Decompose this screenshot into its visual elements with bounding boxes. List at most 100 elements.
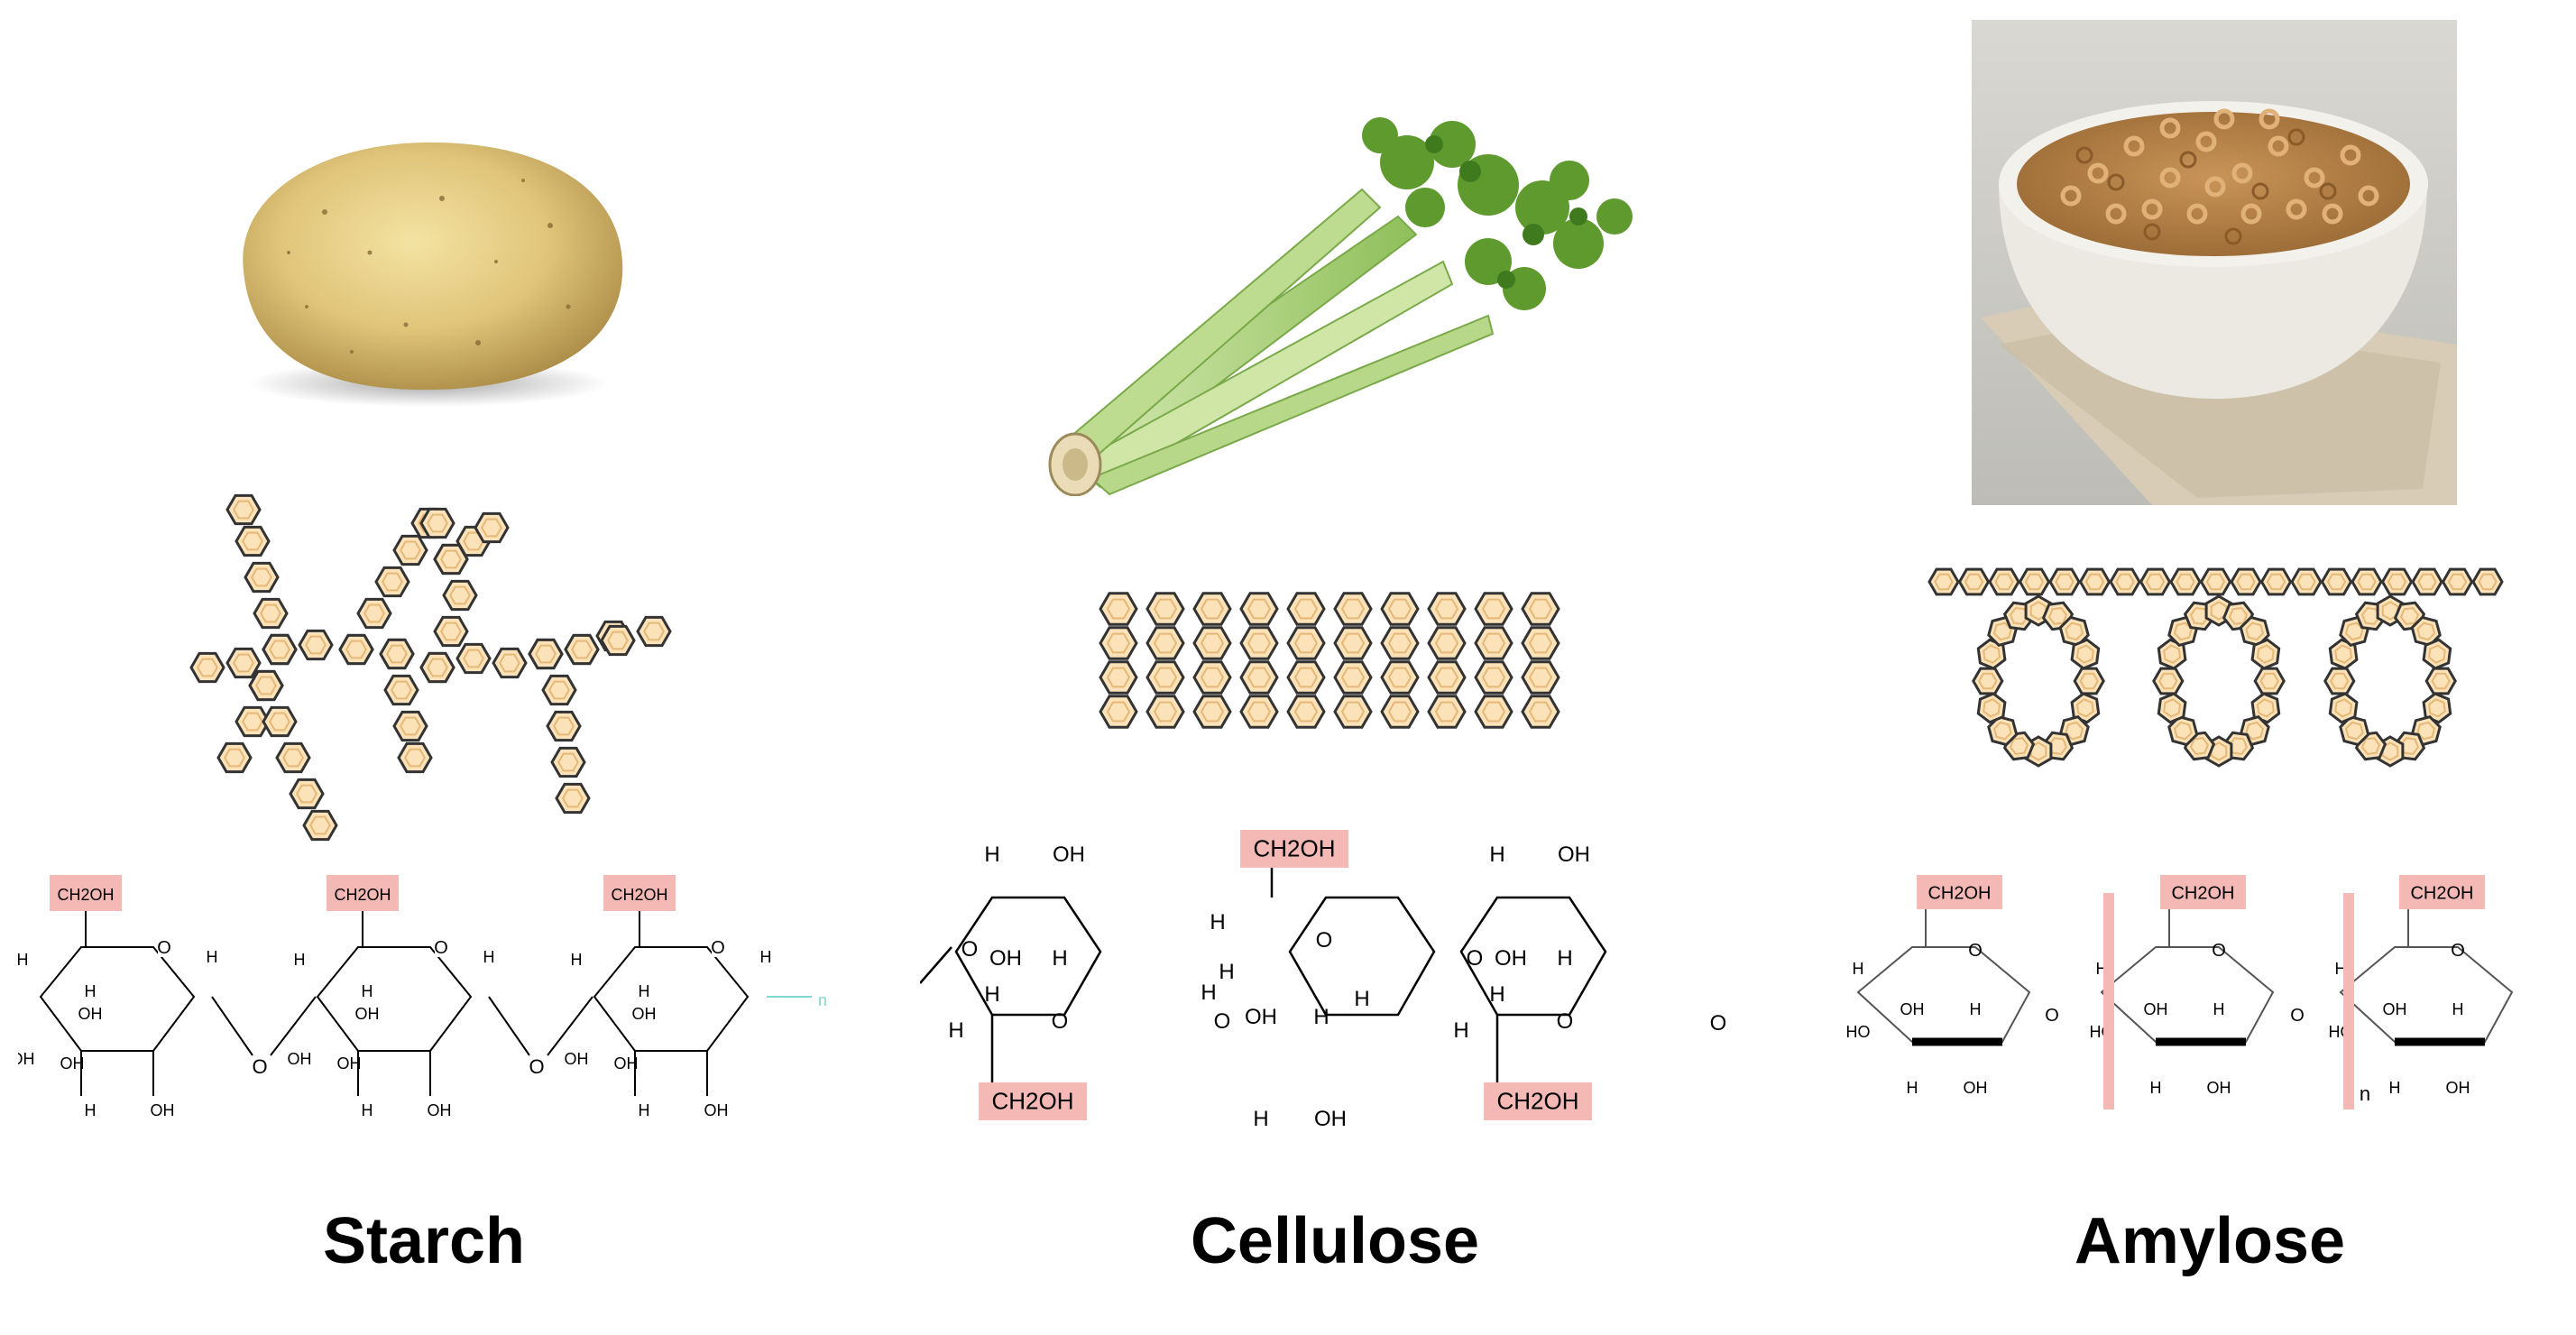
- ch2oh-highlight: [50, 875, 122, 911]
- atom-label: O: [434, 938, 448, 958]
- glucose-unit: [1192, 592, 1232, 626]
- ch2oh-label: CH2OH: [991, 1087, 1073, 1114]
- glucose-unit: [550, 746, 586, 778]
- celery-image: [1048, 117, 1633, 496]
- atom-label: OH: [1314, 1107, 1347, 1131]
- glucose-unit: [2058, 615, 2090, 647]
- atom-label: O: [252, 1055, 267, 1078]
- glucose-unit: [2250, 638, 2281, 670]
- glucose-unit: [262, 633, 298, 666]
- repeat-bracket-right: [2343, 893, 2354, 1109]
- glucose-unit: [2328, 638, 2359, 670]
- atom-label: OH: [288, 1050, 312, 1068]
- atom-label: H: [1489, 842, 1504, 867]
- atom-label: OH: [1053, 842, 1085, 867]
- glucose-unit: [1521, 626, 1560, 660]
- atom-label: H: [362, 1101, 373, 1119]
- pyranose-ring: [2100, 946, 2275, 1043]
- atom-label: H: [639, 982, 650, 1000]
- atom-label: OH: [355, 1005, 380, 1023]
- glucose-unit: [302, 809, 338, 842]
- glucose-unit: [1239, 592, 1279, 626]
- glucose-unit: [1333, 695, 1373, 729]
- atom-label: H: [948, 1018, 963, 1043]
- ch2oh-highlight: [979, 1082, 1087, 1120]
- glucose-unit: [1192, 626, 1232, 660]
- glucose-unit: [1427, 695, 1467, 729]
- glucose-unit: [1099, 626, 1138, 660]
- glucose-unit: [1988, 567, 2020, 596]
- ch2oh-label: CH2OH: [2171, 884, 2234, 904]
- glucose-unit: [433, 615, 469, 648]
- glucose-unit: [1474, 592, 1513, 626]
- glucose-unit: [1521, 592, 1560, 626]
- glucose-unit: [2169, 567, 2202, 596]
- atom-label: OH: [1245, 1005, 1277, 1029]
- glucose-unit: [528, 638, 564, 670]
- starch-title: Starch: [322, 1205, 526, 1277]
- atom-label: OH: [1558, 842, 1590, 867]
- glucose-unit: [455, 642, 492, 675]
- glucose-unit: [216, 741, 253, 774]
- atom-label: OH: [1495, 946, 1527, 971]
- atom-label: H: [984, 982, 999, 1007]
- ch2oh-highlight: [327, 875, 399, 911]
- glucose-unit: [235, 525, 271, 557]
- atom-label: O: [1968, 941, 1983, 961]
- ch2oh-label: CH2OH: [57, 886, 114, 904]
- glucose-unit: [1192, 695, 1232, 729]
- atom-label: O: [1710, 1011, 1727, 1036]
- glucose-unit: [356, 597, 392, 630]
- amylose-title: Amylose: [2074, 1205, 2346, 1277]
- atom-label: H: [760, 948, 772, 966]
- atom-label: O: [529, 1055, 544, 1078]
- glucose-unit: [2070, 692, 2101, 724]
- glucose-unit: [492, 647, 528, 679]
- atom-label: OH: [18, 1050, 35, 1068]
- pyranose-ring: [2339, 946, 2514, 1043]
- glucose-unit: [248, 669, 284, 702]
- ch2oh-label: CH2OH: [2410, 884, 2473, 904]
- glucose-unit: [2152, 667, 2185, 695]
- glucose-unit: [1987, 715, 2019, 747]
- atom-label: H: [294, 951, 306, 969]
- atom-label: n: [818, 991, 827, 1009]
- atom-label: H: [1453, 1018, 1468, 1043]
- glucose-unit: [289, 778, 325, 810]
- glucose-unit: [2320, 567, 2353, 596]
- atom-label: H: [2150, 1079, 2162, 1097]
- atom-label: H: [207, 948, 218, 966]
- cellulose-sheet-diagram: [1099, 592, 1560, 729]
- atom-label: O: [961, 937, 979, 962]
- glucose-unit: [2380, 567, 2414, 596]
- glucose-unit: [2199, 567, 2232, 596]
- atom-label: O: [1214, 1009, 1231, 1034]
- glucose-unit: [1286, 592, 1326, 626]
- atom-label: OH: [428, 1101, 452, 1119]
- ch2oh-highlight: [603, 875, 676, 911]
- glucose-unit: [1427, 660, 1467, 695]
- glucose-unit: [392, 534, 428, 566]
- atom-label: H: [85, 982, 97, 1000]
- glucose-unit: [2250, 692, 2281, 724]
- ch2oh-highlight: [2160, 875, 2246, 909]
- glucose-unit: [1521, 660, 1560, 695]
- glucose-unit: [2410, 615, 2442, 647]
- atom-label: H: [1201, 981, 1216, 1005]
- atom-label: OH: [565, 1050, 589, 1068]
- glucose-unit: [1427, 592, 1467, 626]
- ch2oh-label: CH2OH: [1253, 834, 1335, 861]
- glucose-unit: [1333, 660, 1373, 695]
- atom-label: OH: [2446, 1079, 2470, 1097]
- pyranose-ring: [593, 946, 750, 1052]
- cereal-bowl-image: [1972, 20, 2457, 505]
- glucose-unit: [1145, 626, 1185, 660]
- glucose-unit: [1099, 660, 1138, 695]
- atom-label: H: [1557, 946, 1572, 971]
- atom-label: H: [571, 951, 583, 969]
- ring-o-gap: [712, 937, 731, 957]
- pyranose-ring: [39, 946, 196, 1052]
- ch2oh-label: CH2OH: [1927, 884, 1991, 904]
- glucose-unit: [541, 674, 577, 706]
- glucose-unit: [1957, 567, 1991, 596]
